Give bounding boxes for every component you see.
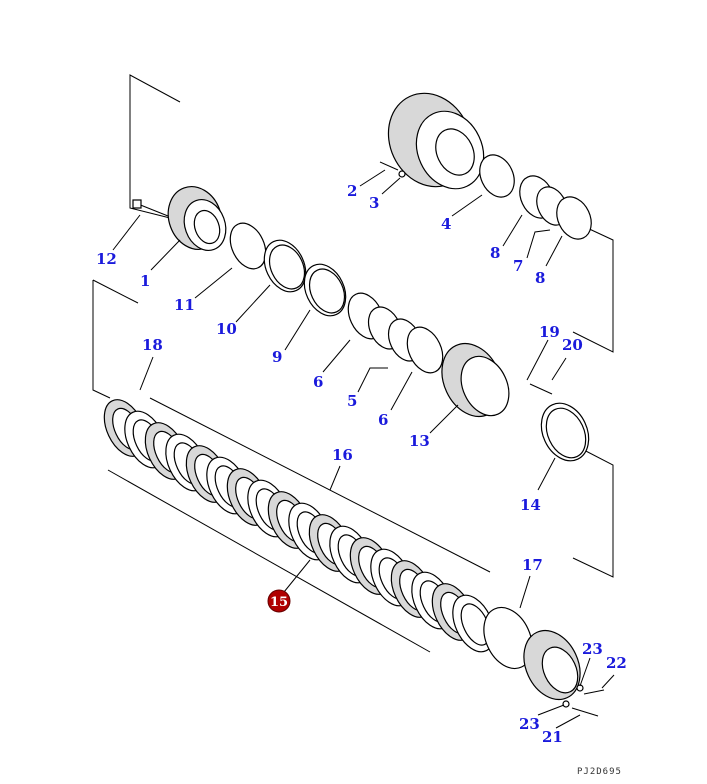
callout-18: 18 [142,336,163,354]
callout-8a: 8 [490,244,500,262]
callout-16: 16 [332,446,353,464]
callout-20: 20 [562,336,583,354]
callout-7: 7 [513,257,523,275]
callout-22: 22 [606,654,627,672]
part-bolt-12 [132,199,169,217]
callout-3: 3 [369,194,379,212]
drawing-code: PJ2D695 [577,767,622,777]
rings-upper [479,154,592,240]
clutch-disc-stack [103,399,495,653]
callout-2: 2 [347,182,357,200]
callout-17: 17 [522,556,543,574]
part-carrier-top [379,92,485,190]
callout-12: 12 [96,250,117,268]
callout-6b: 6 [378,411,388,429]
part-housing-bottom [483,606,605,717]
part-plate-14 [540,402,590,462]
frame-lines [92,74,614,653]
callout-1: 1 [140,272,150,290]
rings-middle [229,222,347,317]
callout-15: 15 [270,595,288,610]
rings-piston [347,292,444,374]
callout-23a: 23 [582,640,603,658]
leader-lines [112,169,615,729]
callout-labels: 1 2 3 4 5 6 6 7 8 8 9 10 11 12 13 14 15 … [96,182,627,746]
callout-10: 10 [216,320,237,338]
callout-19: 19 [539,323,560,341]
callout-4: 4 [441,215,451,233]
callout-13: 13 [409,432,430,450]
callout-6a: 6 [313,373,323,391]
callout-23b: 23 [519,715,540,733]
part-drum [441,342,553,418]
callout-21: 21 [542,728,563,746]
callout-9: 9 [272,348,282,366]
callout-11: 11 [174,296,195,314]
part-hub [167,186,227,251]
callout-14: 14 [520,496,541,514]
callout-8b: 8 [535,269,545,287]
callout-5: 5 [347,392,357,410]
callout-15-badge: 15 [267,589,291,613]
